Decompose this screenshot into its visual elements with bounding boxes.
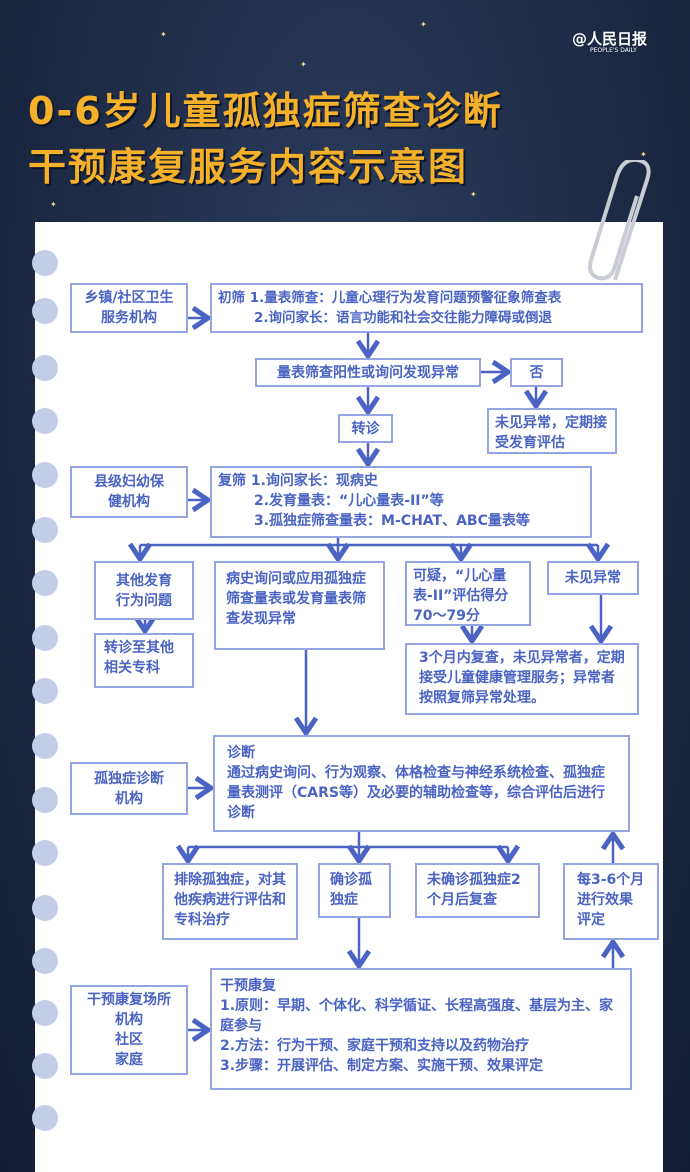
title-line-2: 干预康复服务内容示意图: [28, 145, 469, 189]
exclude-autism-box: 排除孤独症，对其他疾病进行评估和专科治疗: [162, 863, 298, 940]
positive-screening-box: 量表筛查阳性或询问发现异常: [255, 358, 481, 387]
diagnosis-box: 诊断通过病史询问、行为观察、体格检查与神经系统检查、孤独症量表测评（CARS等）…: [213, 735, 630, 832]
regular-evaluation-box: 未见异常，定期接受发育评估: [487, 408, 617, 454]
confirmed-autism-box: 确诊孤独症: [318, 863, 391, 918]
paperclip-icon: [588, 160, 651, 281]
unconfirmed-box: 未确诊孤独症2个月后复查: [415, 863, 540, 918]
initial-screening-box: 初筛 1.量表筛查：儿童心理行为发育问题预警征象筛查表 2.询问家长：语言功能和…: [210, 283, 643, 333]
referral-box: 转诊: [338, 414, 393, 443]
no-box: 否: [510, 358, 563, 387]
intervention-places-box: 干预康复场所机构社区家庭: [70, 985, 188, 1075]
history-abnormal-box: 病史询问或应用孤独症筛查量表或发育量表筛查发现异常: [214, 561, 385, 650]
title-line-1: 0-6岁儿童孤独症筛查诊断: [28, 89, 503, 133]
county-maternal-child-center: 县级妇幼保健机构: [70, 466, 188, 518]
diagnosis-org-box: 孤独症诊断机构: [70, 762, 188, 815]
suspect-box: 可疑，“儿心量表-II”评估得分70～79分: [405, 561, 531, 626]
township-health-center: 乡镇/社区卫生服务机构: [70, 283, 188, 333]
rescreening-box: 复筛 1.询问家长：现病史 2.发育量表：“儿心量表-II”等 3.孤独症筛查量…: [210, 466, 592, 538]
effect-evaluation-box: 每3-6个月进行效果评定: [563, 863, 659, 940]
other-dev-issues-box: 其他发育行为问题: [94, 561, 194, 620]
refer-other-specialty-box: 转诊至其他相关专科: [94, 633, 194, 688]
recheck-3-months-box: 3个月内复查，未见异常者，定期接受儿童健康管理服务；异常者按照复筛异常处理。: [405, 643, 639, 715]
no-abnormal-box: 未见异常: [547, 561, 639, 595]
